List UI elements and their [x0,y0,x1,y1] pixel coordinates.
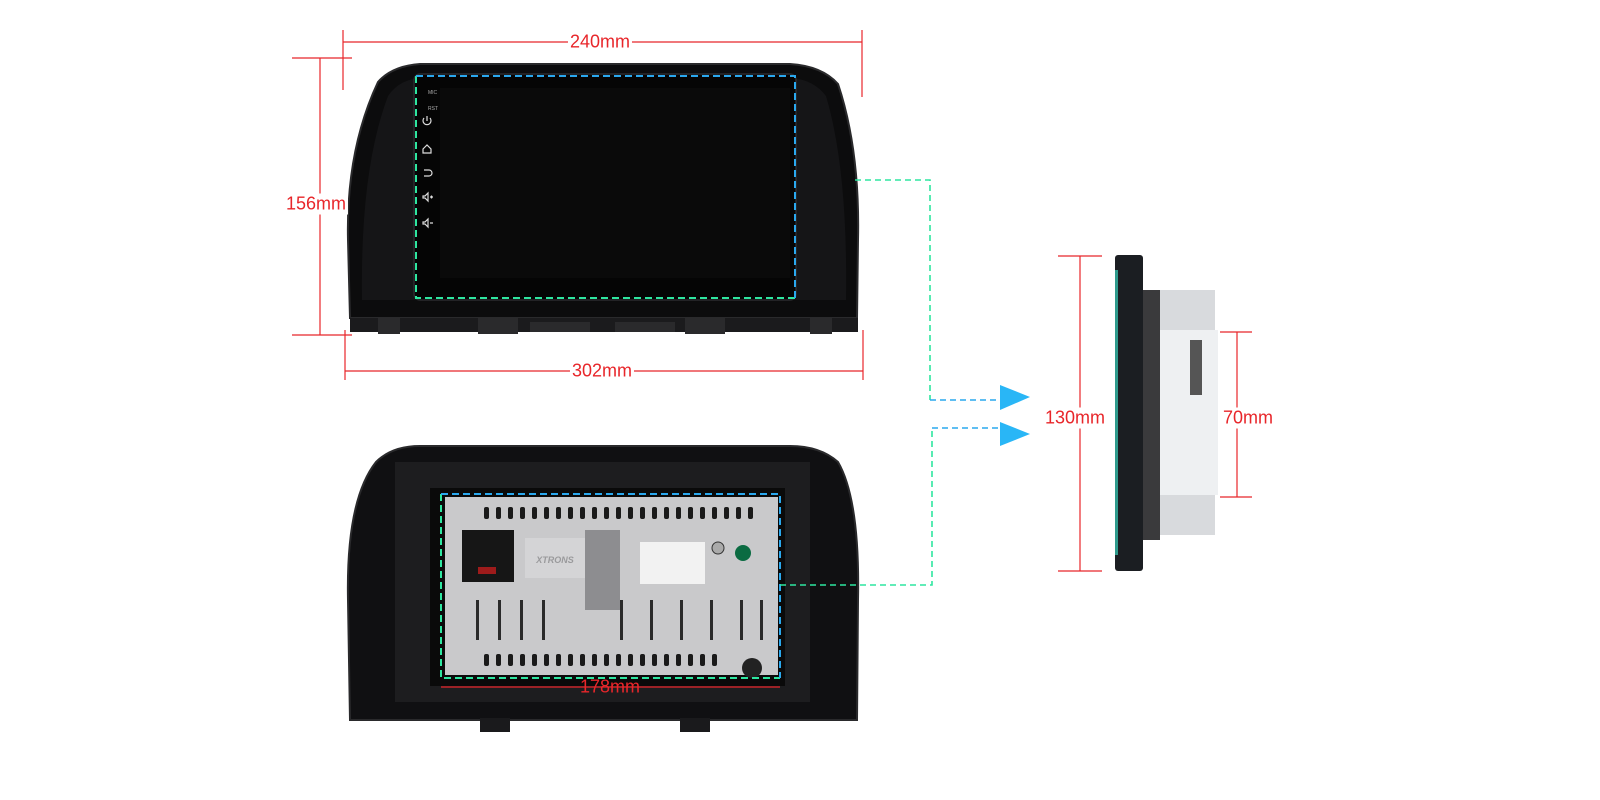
back-icon [424,169,433,177]
dimension-screen-width: 240mm [567,31,633,53]
volume-up-icon [422,191,433,203]
front-unit: MIC RST [346,63,860,334]
arrow-right-icon [1000,385,1030,410]
gps-port [735,545,751,561]
antenna-port [711,541,725,555]
iso-connector [462,530,514,582]
home-icon [422,144,432,154]
harness-connectors [640,542,705,584]
brand-logo: XTRONS [535,555,574,565]
dimension-panel-height: 130mm [1042,407,1108,429]
dimension-frame-height: 156mm [283,193,349,215]
fan [742,658,762,678]
rst-label: RST [428,106,438,112]
connector-lines [780,179,1000,586]
rear-unit: XTRONS [346,445,860,732]
dimension-chassis-width: 178mm [579,676,641,697]
dimension-frame-width: 302mm [569,360,635,382]
fuse [478,567,496,574]
brand-plate [525,538,585,578]
dimension-depth-height: 70mm [1220,407,1276,429]
power-icon [422,116,432,126]
arrow-right-icon [1000,422,1030,446]
side-unit [1115,255,1218,571]
vent-slots [484,507,753,666]
volume-down-icon [422,217,433,229]
mic-label: MIC [428,90,438,96]
